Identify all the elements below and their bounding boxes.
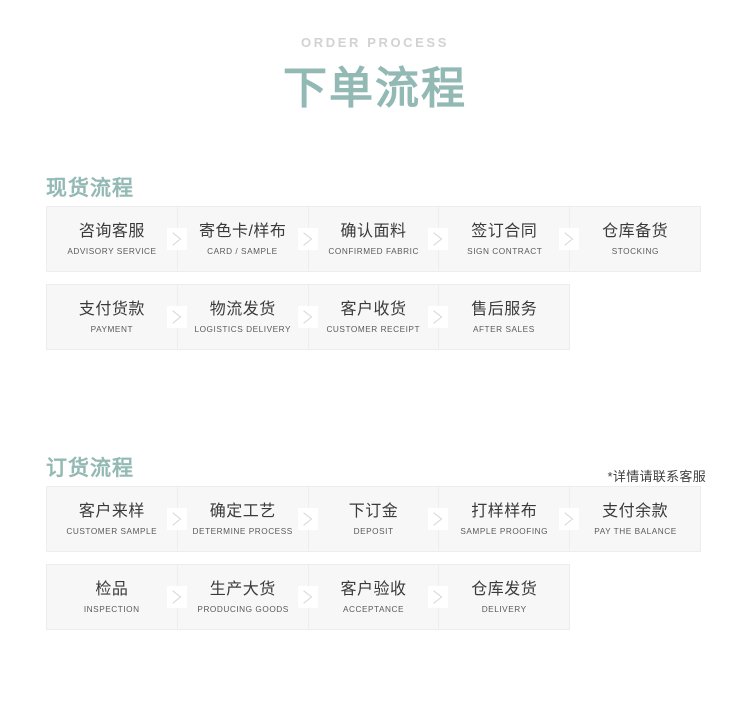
grid-spacer (570, 564, 702, 630)
flow-step-label-en: AFTER SALES (473, 324, 536, 334)
flow-step-label-en: INSPECTION (84, 604, 140, 614)
section-order-flow: 订货流程 *详情请联系客服 客户来样 CUSTOMER SAMPLE 确定工艺 DET… (0, 452, 750, 630)
flow-step[interactable]: 客户来样 CUSTOMER SAMPLE (46, 486, 187, 552)
section-note: *详情请联系客服 (607, 469, 706, 484)
flow-step-label-cn: 客户收货 (340, 301, 407, 318)
flow-step[interactable]: 仓库发货 DELIVERY (438, 564, 571, 630)
flow-step-label-en: PRODUCING GOODS (197, 604, 289, 614)
section-title: 订货流程 (46, 457, 134, 480)
flow-step[interactable]: 生产大货 PRODUCING GOODS (176, 564, 318, 630)
flow-step-label-cn: 生产大货 (209, 581, 276, 598)
flow-step[interactable]: 支付余款 PAY THE BALANCE (569, 486, 701, 552)
page-header: ORDER PROCESS 下单流程 (0, 0, 750, 115)
section-title: 现货流程 (46, 177, 134, 200)
flow-step[interactable]: 确认面料 CONFIRMED FABRIC (307, 206, 449, 272)
flow-step-label-en: ADVISORY SERVICE (67, 246, 157, 256)
page-eyebrow: ORDER PROCESS (301, 35, 449, 50)
flow-step-label-cn: 仓库备货 (602, 223, 669, 240)
flow-step-label-en: DEPOSIT (353, 526, 394, 536)
flow-step-label-cn: 支付余款 (602, 503, 669, 520)
flow-step-label-cn: 客户验收 (340, 581, 407, 598)
flow-step-label-cn: 售后服务 (471, 301, 538, 318)
flow-step-label-cn: 签订合同 (471, 223, 538, 240)
flow-step-label-cn: 寄色卡/样布 (198, 223, 287, 240)
flow-step-label-en: PAYMENT (90, 324, 134, 334)
flow-step-label-cn: 确认面料 (340, 223, 407, 240)
flow-step[interactable]: 客户验收 ACCEPTANCE (307, 564, 449, 630)
flow-step[interactable]: 下订金 DEPOSIT (307, 486, 449, 552)
section-in-stock-flow: 现货流程 咨询客服 ADVISORY SERVICE 寄色卡/样布 CARD / SA… (0, 172, 750, 350)
flow-step-label-en: LOGISTICS DELIVERY (194, 324, 291, 334)
flow-step-label-cn: 下订金 (348, 503, 399, 520)
section-header: 订货流程 *详情请联系客服 (0, 452, 750, 486)
flow-row: 检品 INSPECTION 生产大货 PRODUCING GOODS 客户验收 ACCEP… (46, 564, 705, 630)
flow-step-label-cn: 支付货款 (78, 301, 145, 318)
flow-step-label-cn: 确定工艺 (209, 503, 276, 520)
flow-step-label-cn: 仓库发货 (471, 581, 538, 598)
flow-step[interactable]: 支付货款 PAYMENT (46, 284, 187, 350)
flow-step[interactable]: 售后服务 AFTER SALES (438, 284, 571, 350)
flow-step[interactable]: 检品 INSPECTION (46, 564, 187, 630)
flow-step-label-en: DETERMINE PROCESS (192, 526, 293, 536)
flow-step-label-cn: 打样样布 (471, 503, 538, 520)
flow-step-label-cn: 物流发货 (209, 301, 276, 318)
flow-row: 支付货款 PAYMENT 物流发货 LOGISTICS DELIVERY 客户收货 CUS… (46, 284, 705, 350)
flow-step-label-en: CONFIRMED FABRIC (328, 246, 419, 256)
flow-step-label-cn: 检品 (95, 581, 129, 598)
flow-step-label-cn: 客户来样 (78, 503, 145, 520)
flow-step-label-en: SIGN CONTRACT (466, 246, 542, 256)
flow-step-label-en: STOCKING (611, 246, 659, 256)
flow-step-label-en: CUSTOMER SAMPLE (66, 526, 158, 536)
flow-step[interactable]: 客户收货 CUSTOMER RECEIPT (307, 284, 449, 350)
flow-step[interactable]: 物流发货 LOGISTICS DELIVERY (176, 284, 318, 350)
flow-step[interactable]: 打样样布 SAMPLE PROOFING (438, 486, 580, 552)
flow-step-label-cn: 咨询客服 (78, 223, 145, 240)
grid-spacer (570, 284, 702, 350)
flow-row: 咨询客服 ADVISORY SERVICE 寄色卡/样布 CARD / SAMPLE 确… (46, 206, 705, 272)
flow-step[interactable]: 仓库备货 STOCKING (569, 206, 701, 272)
flow-row: 客户来样 CUSTOMER SAMPLE 确定工艺 DETERMINE PROCESS… (46, 486, 705, 552)
flow-step-label-en: CARD / SAMPLE (207, 246, 279, 256)
flow-step-label-en: CUSTOMER RECEIPT (326, 324, 421, 334)
flow-step[interactable]: 寄色卡/样布 CARD / SAMPLE (176, 206, 318, 272)
flow-step-label-en: ACCEPTANCE (342, 604, 405, 614)
flow-step-label-en: SAMPLE PROOFING (460, 526, 549, 536)
flow-rows: 咨询客服 ADVISORY SERVICE 寄色卡/样布 CARD / SAMPLE 确… (0, 206, 750, 350)
page-title: 下单流程 (283, 64, 467, 113)
flow-step[interactable]: 签订合同 SIGN CONTRACT (438, 206, 580, 272)
flow-step[interactable]: 咨询客服 ADVISORY SERVICE (46, 206, 187, 272)
section-header: 现货流程 (0, 172, 750, 206)
flow-step[interactable]: 确定工艺 DETERMINE PROCESS (176, 486, 318, 552)
flow-rows: 客户来样 CUSTOMER SAMPLE 确定工艺 DETERMINE PROCESS… (0, 486, 750, 630)
flow-step-label-en: DELIVERY (481, 604, 527, 614)
flow-step-label-en: PAY THE BALANCE (593, 526, 677, 536)
